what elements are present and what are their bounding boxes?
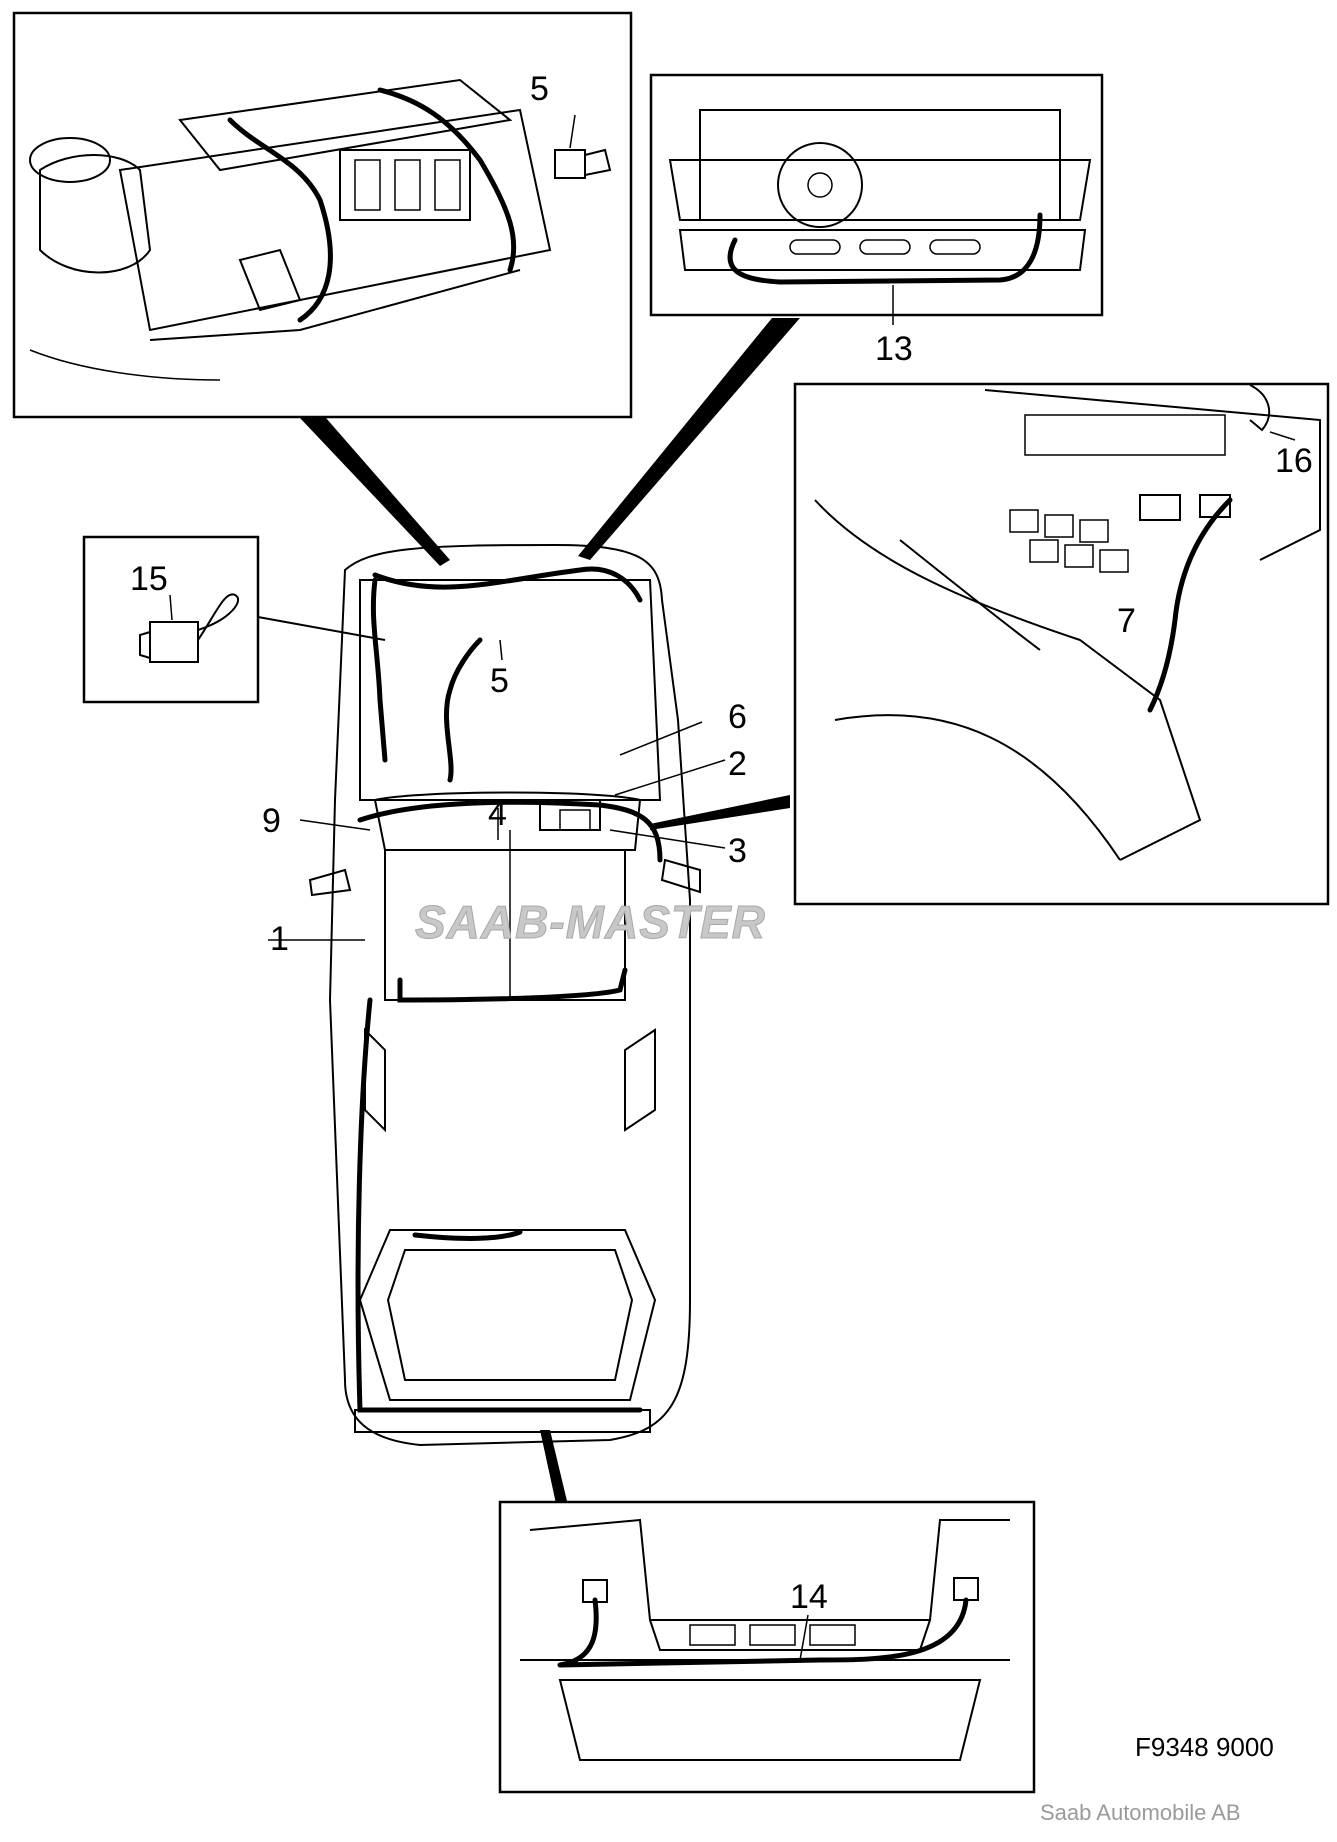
callout-3: 3 bbox=[728, 832, 747, 870]
detail-tailgate: 16 7 bbox=[793, 382, 1330, 906]
callout-5-label: 5 bbox=[490, 662, 509, 700]
detail-radiator-fan: 13 bbox=[649, 73, 1104, 368]
callout-13: 13 bbox=[875, 330, 913, 368]
callout-9: 9 bbox=[262, 802, 281, 840]
callout-14: 14 bbox=[790, 1578, 828, 1616]
callout-6: 6 bbox=[728, 698, 747, 736]
callout-15: 15 bbox=[130, 560, 168, 598]
figure-code: F9348 9000 bbox=[1135, 1732, 1274, 1762]
leader-wedges bbox=[257, 318, 800, 1522]
callout-1: 1 bbox=[270, 920, 289, 958]
detail-heater-unit: 5 bbox=[12, 11, 633, 419]
car-top-view bbox=[268, 543, 726, 1447]
detail-connector: 15 bbox=[82, 535, 260, 704]
callout-10: 5 bbox=[530, 70, 549, 108]
callout-2: 2 bbox=[728, 745, 747, 783]
callout-4: 4 bbox=[488, 795, 507, 833]
callout-16: 16 bbox=[1275, 442, 1313, 480]
callout-7: 7 bbox=[1117, 602, 1136, 640]
watermark: SAAB-MASTER bbox=[415, 896, 766, 948]
detail-rear-panel: 14 bbox=[498, 1500, 1036, 1794]
copyright: Saab Automobile AB bbox=[1040, 1800, 1241, 1825]
